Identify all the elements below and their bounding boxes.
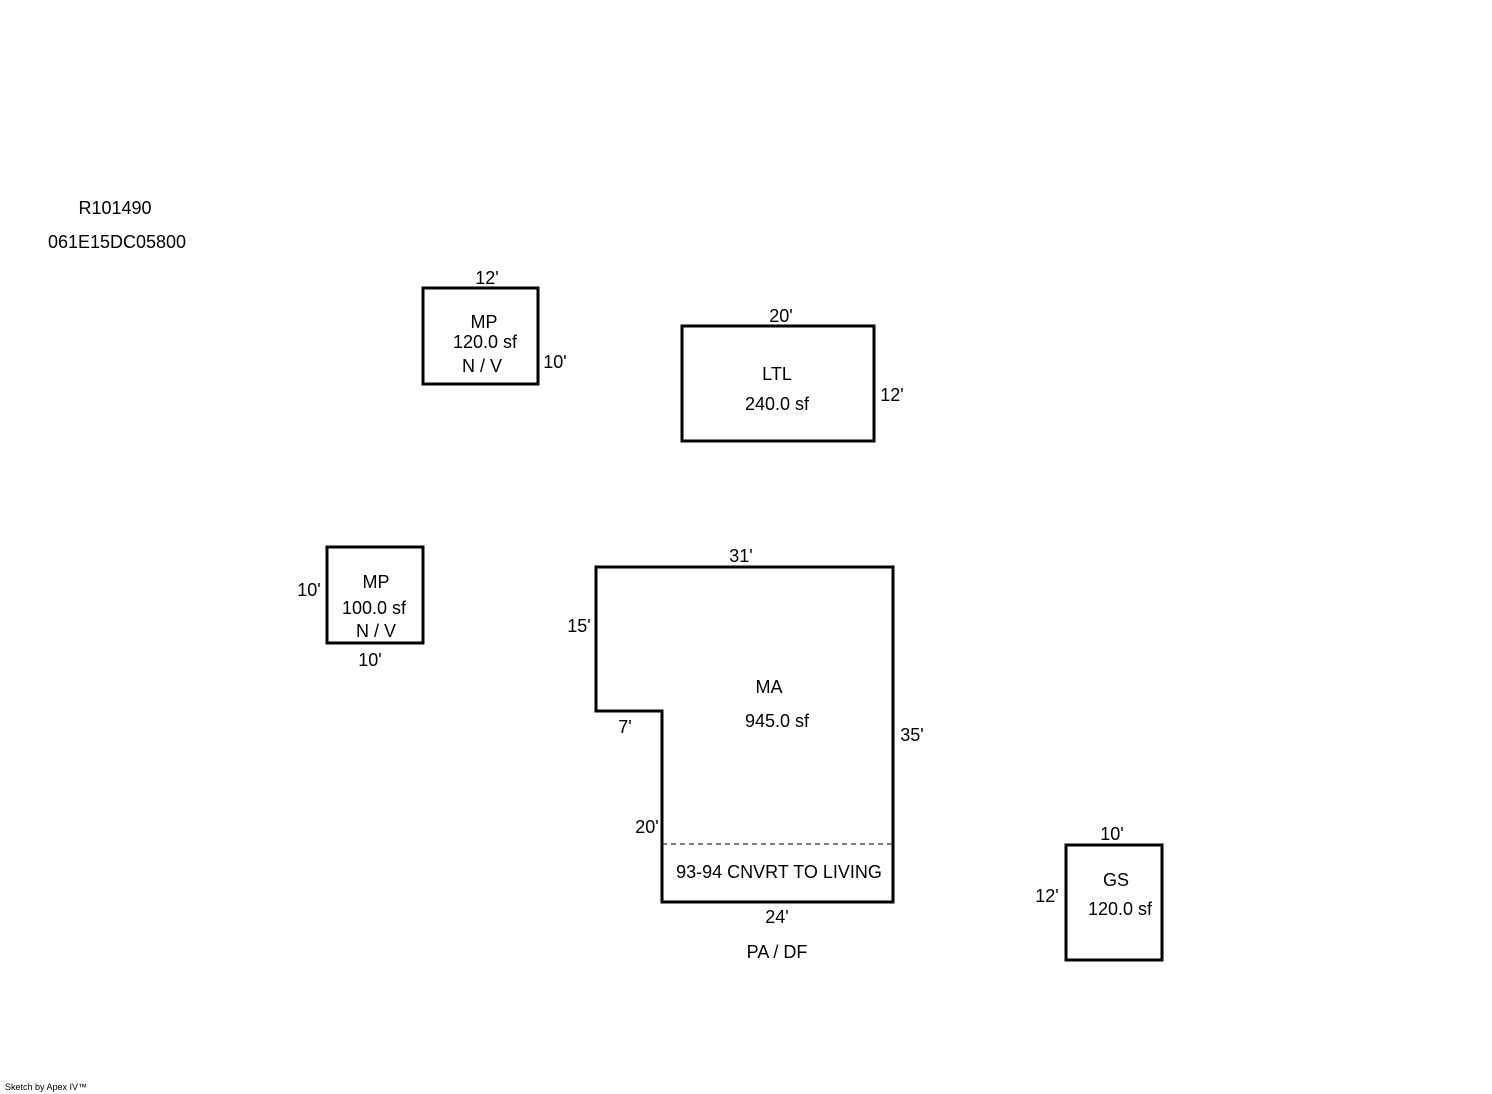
area-ltl-sf: 240.0 sf (745, 394, 810, 414)
dim-ma-lower-left: 20' (635, 817, 658, 837)
area-ma: 31' 15' 7' 35' 20' 24' MA 945.0 sf 93-94… (567, 546, 923, 962)
dim-ma-notch: 7' (618, 717, 631, 737)
dim-ma-upper-left: 15' (567, 616, 590, 636)
dim-ma-right: 35' (900, 725, 923, 745)
area-gs: 10' 12' GS 120.0 sf (1035, 824, 1164, 962)
sketch-credit: Sketch by Apex IV™ (5, 1082, 87, 1092)
area-mp-lower-sf: 100.0 sf (342, 598, 407, 618)
area-ma-code: MA (756, 677, 783, 697)
area-mp-lower-note: N / V (356, 621, 396, 641)
area-ltl-outline (680, 324, 876, 443)
area-gs-sf: 120.0 sf (1088, 899, 1153, 919)
area-gs-code: GS (1103, 870, 1129, 890)
area-mp-lower-outline (325, 545, 425, 645)
dim-ltl-right: 12' (880, 385, 903, 405)
dim-gs-left: 12' (1035, 886, 1058, 906)
dim-ma-top: 31' (729, 546, 752, 566)
area-mp-upper-note: N / V (462, 356, 502, 376)
area-mp-lower: 10' 10' MP 100.0 sf N / V (297, 545, 425, 670)
area-ltl-code: LTL (762, 364, 792, 384)
dim-mp-lower-bottom: 10' (358, 650, 381, 670)
area-mp-lower-code: MP (363, 572, 390, 592)
area-ma-outline (594, 565, 895, 904)
dim-ltl-top: 20' (769, 306, 792, 326)
area-mp-upper-sf: 120.0 sf (453, 332, 518, 352)
dim-ma-bottom: 24' (765, 907, 788, 927)
area-mp-upper: 12' 10' MP 120.0 sf N / V (421, 268, 567, 386)
account-id: R101490 (78, 198, 151, 218)
dim-mp-lower-left: 10' (297, 580, 320, 600)
area-ltl: 20' 12' LTL 240.0 sf (680, 306, 904, 443)
area-mp-upper-code: MP (471, 312, 498, 332)
area-ma-conversion-note: 93-94 CNVRT TO LIVING (676, 862, 882, 882)
area-ma-sf: 945.0 sf (745, 711, 810, 731)
area-ma-below-note: PA / DF (747, 942, 808, 962)
area-mp-upper-outline (421, 286, 540, 386)
area-gs-outline (1064, 843, 1164, 962)
dim-mp-upper-top: 12' (475, 268, 498, 288)
dim-mp-upper-right: 10' (543, 352, 566, 372)
dim-gs-top: 10' (1100, 824, 1123, 844)
map-tax-lot: 061E15DC05800 (48, 232, 186, 252)
